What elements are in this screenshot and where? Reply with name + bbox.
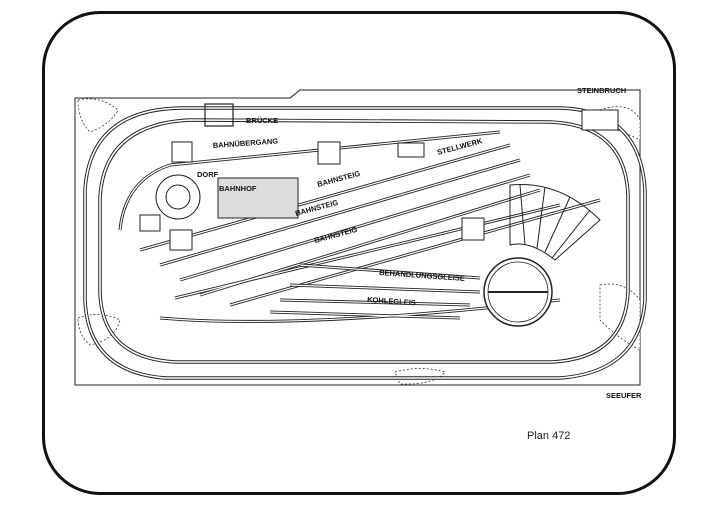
bridge: [204, 103, 234, 127]
baseboard-outline: [74, 89, 641, 386]
turntable: [483, 257, 553, 327]
plan-labels: BRÜCKE BAHNÜBERGANG DORF BAHNHOF BAHNSTE…: [197, 86, 642, 400]
landscape-patches: [77, 98, 641, 385]
roundhouse: [509, 183, 601, 261]
label-behandlungsgleise: BEHANDLUNGSGLEISE: [379, 268, 465, 283]
label-bahnsteig-3: BAHNSTEIG: [313, 225, 358, 245]
label-bahnsteig-1: BAHNSTEIG: [316, 169, 361, 189]
label-bruecke: BRÜCKE: [246, 116, 278, 125]
label-steinbruch: STEINBRUCH: [577, 86, 626, 95]
label-dorf: DORF: [197, 170, 219, 179]
plan-caption: Plan 472: [527, 430, 571, 442]
label-kohlegleis: KOHLEGLEIS: [367, 295, 416, 307]
label-bahnuebergang: BAHNÜBERGANG: [213, 136, 279, 150]
label-seeufer: SEEUFER: [606, 391, 642, 400]
label-bahnhof: BAHNHOF: [219, 184, 257, 193]
main-loop-tracks: [83, 106, 647, 380]
buildings: [139, 109, 619, 251]
